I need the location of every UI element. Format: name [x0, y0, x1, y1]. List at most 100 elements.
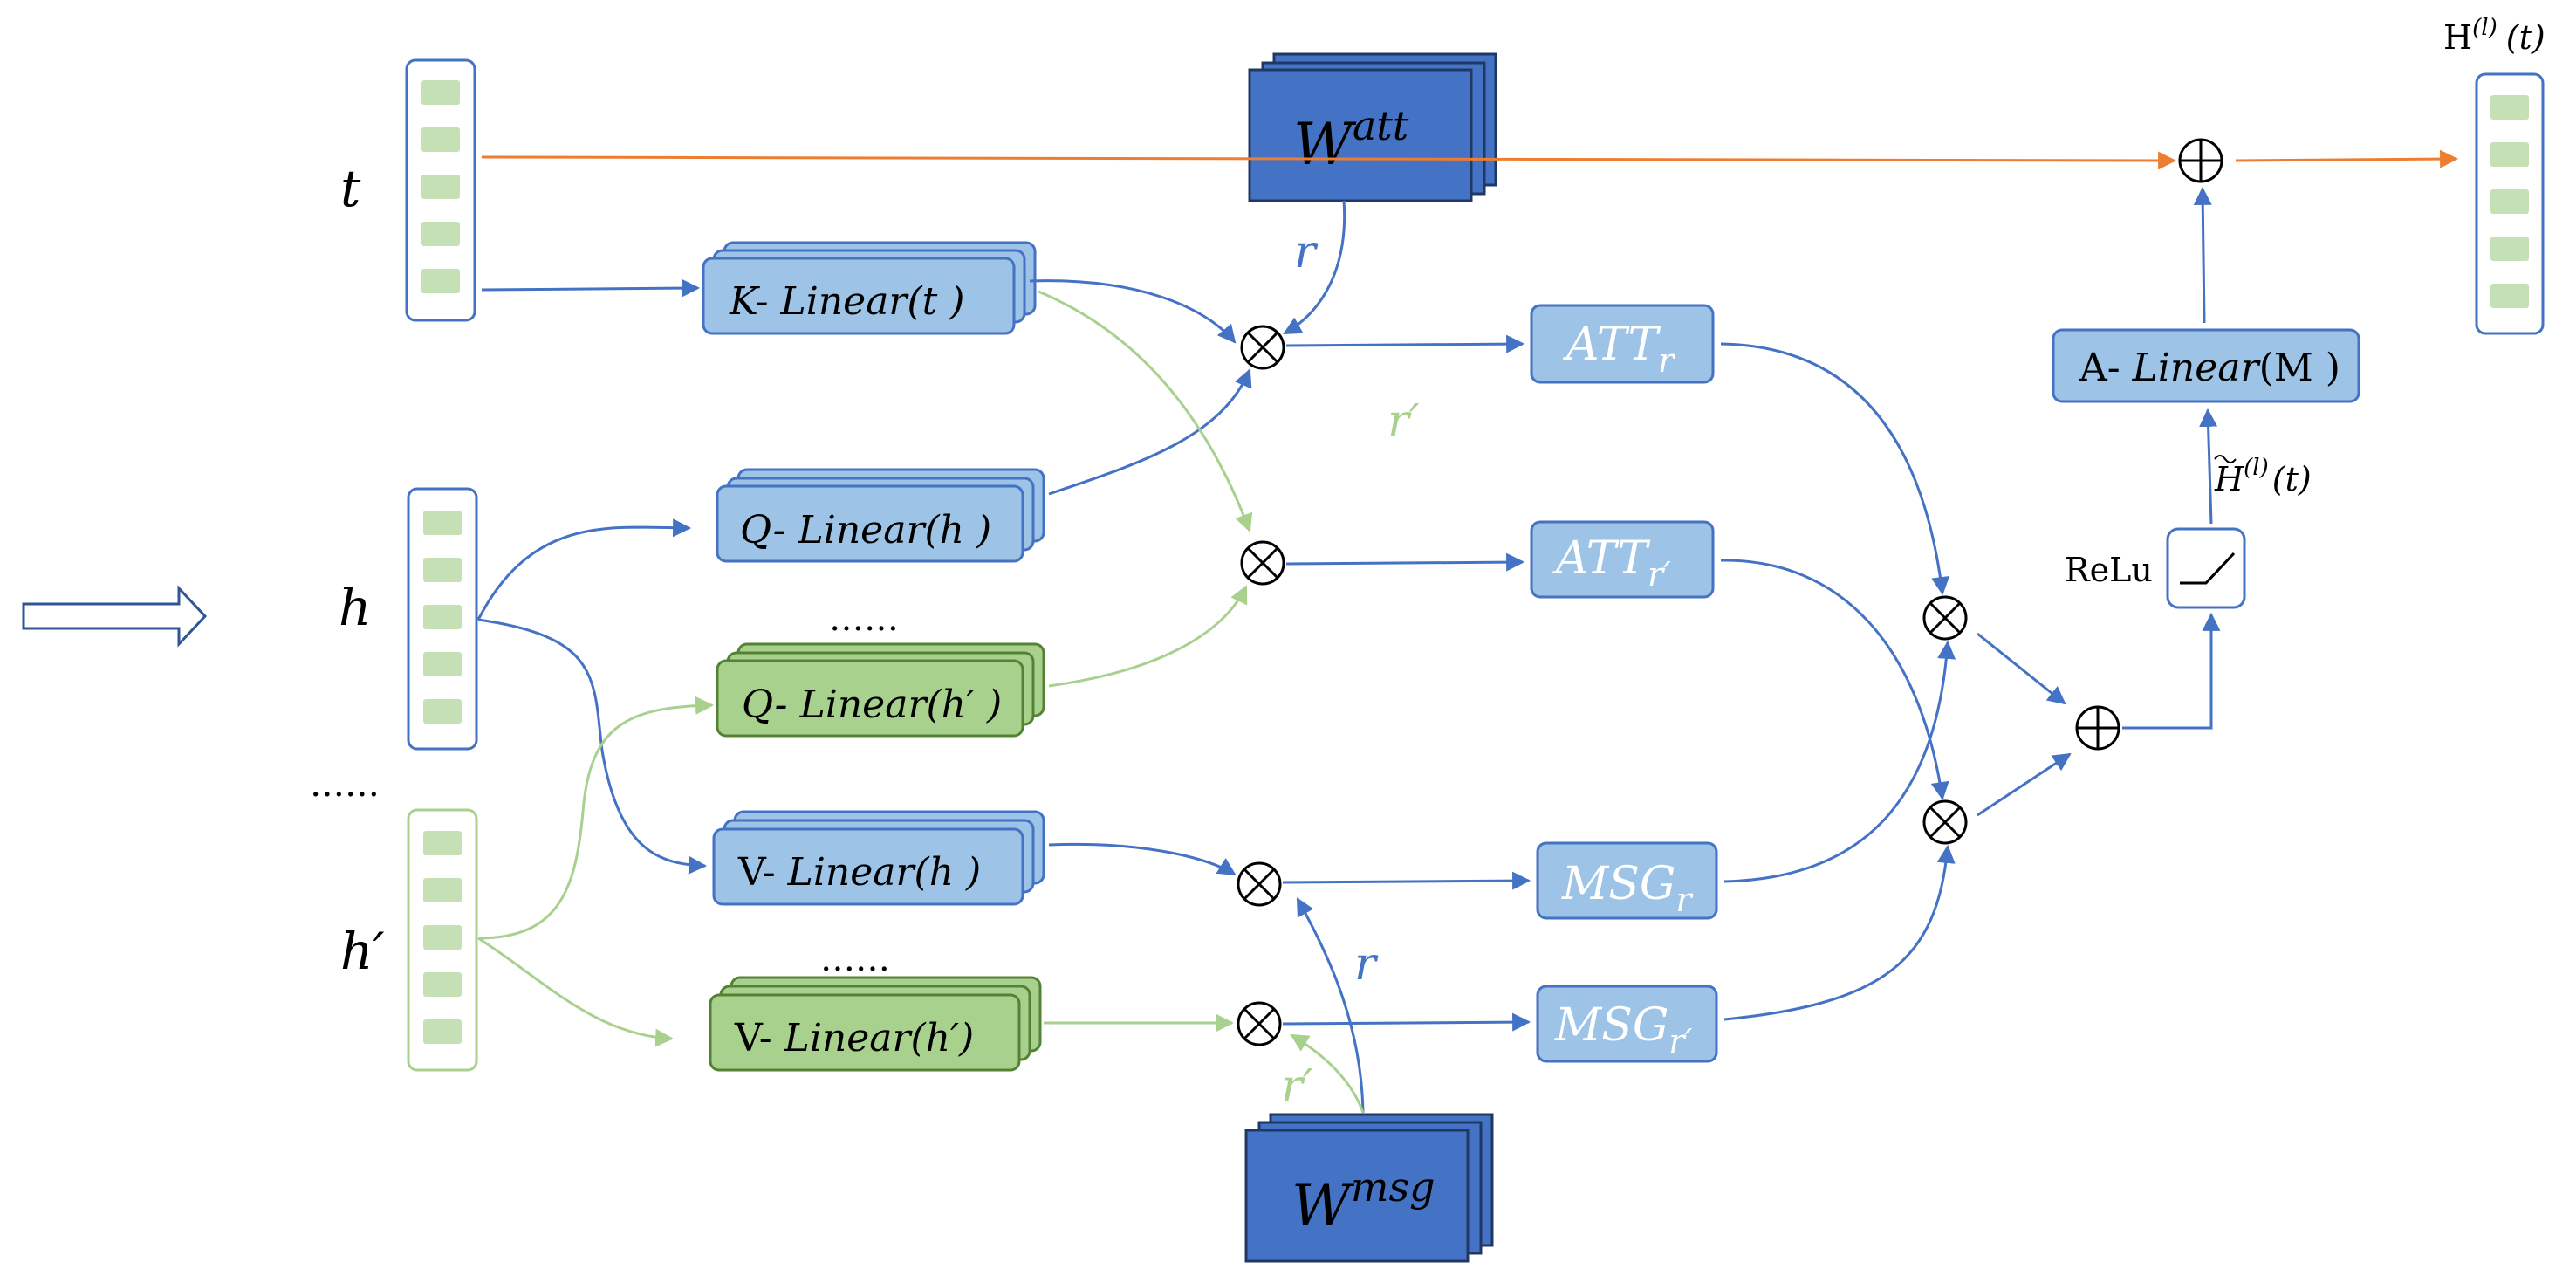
edge-v-to-mul3 — [1048, 842, 1237, 876]
q-linear-h-prime-block: Q- Linear(h′ ) — [716, 642, 1045, 738]
q-linear-hp-prefix: Q- — [742, 683, 800, 727]
svg-text:H(l)(t): H(l)(t) — [2443, 15, 2545, 57]
svg-text:H(l)(t): H(l)(t) — [2214, 455, 2312, 498]
q-linear-h-prefix: Q- — [740, 508, 798, 552]
edge-hp-to-qhp — [477, 696, 715, 940]
svg-text:Wmsg: Wmsg — [1291, 1163, 1435, 1239]
svg-text:Q- Linear(h′ ): Q- Linear(h′ ) — [742, 683, 1002, 727]
dots-v: …… — [820, 939, 890, 979]
h-tilde-main: H — [2214, 460, 2244, 498]
att-r-prime-block: ATTr′ — [1530, 520, 1715, 599]
a-linear-fn: Linear — [2132, 346, 2262, 390]
att-r-sub: r — [1658, 341, 1676, 380]
msg-r-base: MSG — [1561, 858, 1675, 910]
w-att-base: W — [1293, 111, 1357, 178]
w-att-sup: att — [1353, 102, 1409, 149]
svg-text:ATTr′: ATTr′ — [1552, 532, 1671, 593]
add-op-1 — [2075, 705, 2120, 751]
multiply-op-4 — [1237, 1001, 1282, 1046]
svg-text:Watt: Watt — [1293, 102, 1409, 178]
edge-wmsg-to-mul3 — [1296, 897, 1365, 1114]
a-linear-arg: (M ) — [2259, 346, 2340, 390]
vector-h-prime — [407, 808, 478, 1072]
edge-msgr-to-mul5 — [1723, 640, 1956, 883]
vector-h — [407, 487, 478, 751]
output-main: H — [2443, 18, 2472, 57]
edge-watt-to-mul1 — [1283, 200, 1346, 335]
vector-output — [2475, 72, 2545, 335]
msg-r-prime-block: MSGr′ — [1536, 985, 1718, 1063]
svg-text:K- Linear(t ): K- Linear(t ) — [729, 279, 964, 324]
multiply-op-3 — [1237, 861, 1282, 907]
edge-hp-to-vhp — [477, 937, 675, 1047]
tilde-mark-icon — [2214, 455, 2237, 463]
svg-text:A- Linear(M ): A- Linear(M ) — [2079, 346, 2340, 390]
edge-h-to-q — [476, 518, 692, 621]
label-t: t — [340, 159, 361, 218]
edge-q-to-mul1 — [1048, 368, 1252, 496]
dots-left: …… — [310, 765, 380, 805]
svg-text:MSGr: MSGr — [1561, 858, 1694, 919]
h-tilde-sup: (l) — [2244, 455, 2269, 481]
edge-relu-to-alinear — [2199, 408, 2218, 525]
w-msg-block: Wmsg — [1244, 1113, 1494, 1263]
multiply-op-6 — [1922, 799, 1968, 845]
w-att-block: Watt — [1248, 52, 1497, 202]
msg-r-block: MSGr — [1536, 841, 1718, 920]
msg-rp-sub: r′ — [1668, 1022, 1692, 1060]
edge-mul4-to-msgrp — [1282, 1012, 1531, 1032]
a-linear-prefix: A- — [2079, 346, 2133, 390]
label-r-bottom: r — [1354, 938, 1379, 991]
edge-add1-to-relu — [2122, 612, 2221, 730]
k-linear-fn: Linear — [780, 279, 910, 324]
h-tilde-arg: (t) — [2272, 460, 2312, 498]
q-linear-h-block: Q- Linear(h ) — [716, 468, 1045, 563]
svg-text:MSGr′: MSGr′ — [1554, 999, 1693, 1060]
k-linear-prefix: K- — [729, 279, 781, 324]
v-linear-h-prefix: V- — [737, 850, 788, 895]
v-linear-hp-arg: (h′) — [911, 1016, 975, 1060]
edge-mul2-to-attrp — [1285, 552, 1525, 572]
edge-attrp-to-mul6 — [1720, 559, 1949, 801]
label-r-prime-bottom: r′ — [1281, 1060, 1313, 1113]
label-h: h — [339, 578, 371, 637]
edge-k-to-mul1 — [1029, 279, 1237, 344]
edge-qhp-to-mul2 — [1048, 585, 1248, 688]
edge-t-to-add — [481, 151, 2177, 170]
att-r-block: ATTr — [1530, 304, 1715, 384]
multiply-op-5 — [1922, 595, 1968, 641]
att-rp-sub: r′ — [1648, 555, 1671, 593]
edge-k-to-mul2 — [1038, 290, 1253, 532]
v-linear-hp-prefix: V- — [734, 1016, 784, 1060]
v-linear-hp-fn: Linear — [784, 1016, 914, 1060]
w-msg-sup: msg — [1351, 1163, 1435, 1211]
att-r-base: ATT — [1563, 319, 1661, 371]
edge-msgrp-to-mul6 — [1723, 844, 1956, 1021]
relu-curve-icon — [2180, 552, 2236, 585]
edge-wmsg-to-mul4 — [1290, 1033, 1365, 1114]
relu-label: ReLu — [2065, 551, 2153, 589]
k-linear-arg: (t ) — [907, 279, 964, 324]
add-op-2 — [2178, 138, 2223, 183]
q-linear-h-fn: Linear — [798, 508, 928, 552]
svg-text:Q- Linear(h ): Q- Linear(h ) — [740, 508, 991, 552]
vector-t — [405, 58, 476, 322]
q-linear-h-arg: (h ) — [924, 508, 991, 552]
edge-mul1-to-attr — [1285, 334, 1525, 353]
svg-text:V- Linear(h ): V- Linear(h ) — [737, 850, 981, 895]
edge-t-to-k — [481, 278, 701, 298]
msg-r-sub: r — [1675, 881, 1694, 919]
k-linear-block: K- Linear(t ) — [702, 241, 1037, 335]
att-rp-base: ATT — [1552, 532, 1650, 585]
label-r-prime-mid: r′ — [1387, 395, 1420, 448]
label-r-top: r — [1294, 226, 1319, 278]
relu-box — [2166, 527, 2246, 609]
q-linear-hp-fn: Linear — [799, 683, 929, 727]
edge-mul6-to-add1 — [1977, 752, 2072, 817]
edge-add-to-output — [2235, 149, 2459, 168]
multiply-op-2 — [1240, 540, 1285, 586]
edge-attr-to-mul5 — [1720, 342, 1950, 596]
w-msg-base: W — [1291, 1172, 1355, 1239]
v-linear-h-prime-block: V- Linear(h′) — [709, 976, 1042, 1072]
multiply-op-1 — [1240, 325, 1285, 370]
